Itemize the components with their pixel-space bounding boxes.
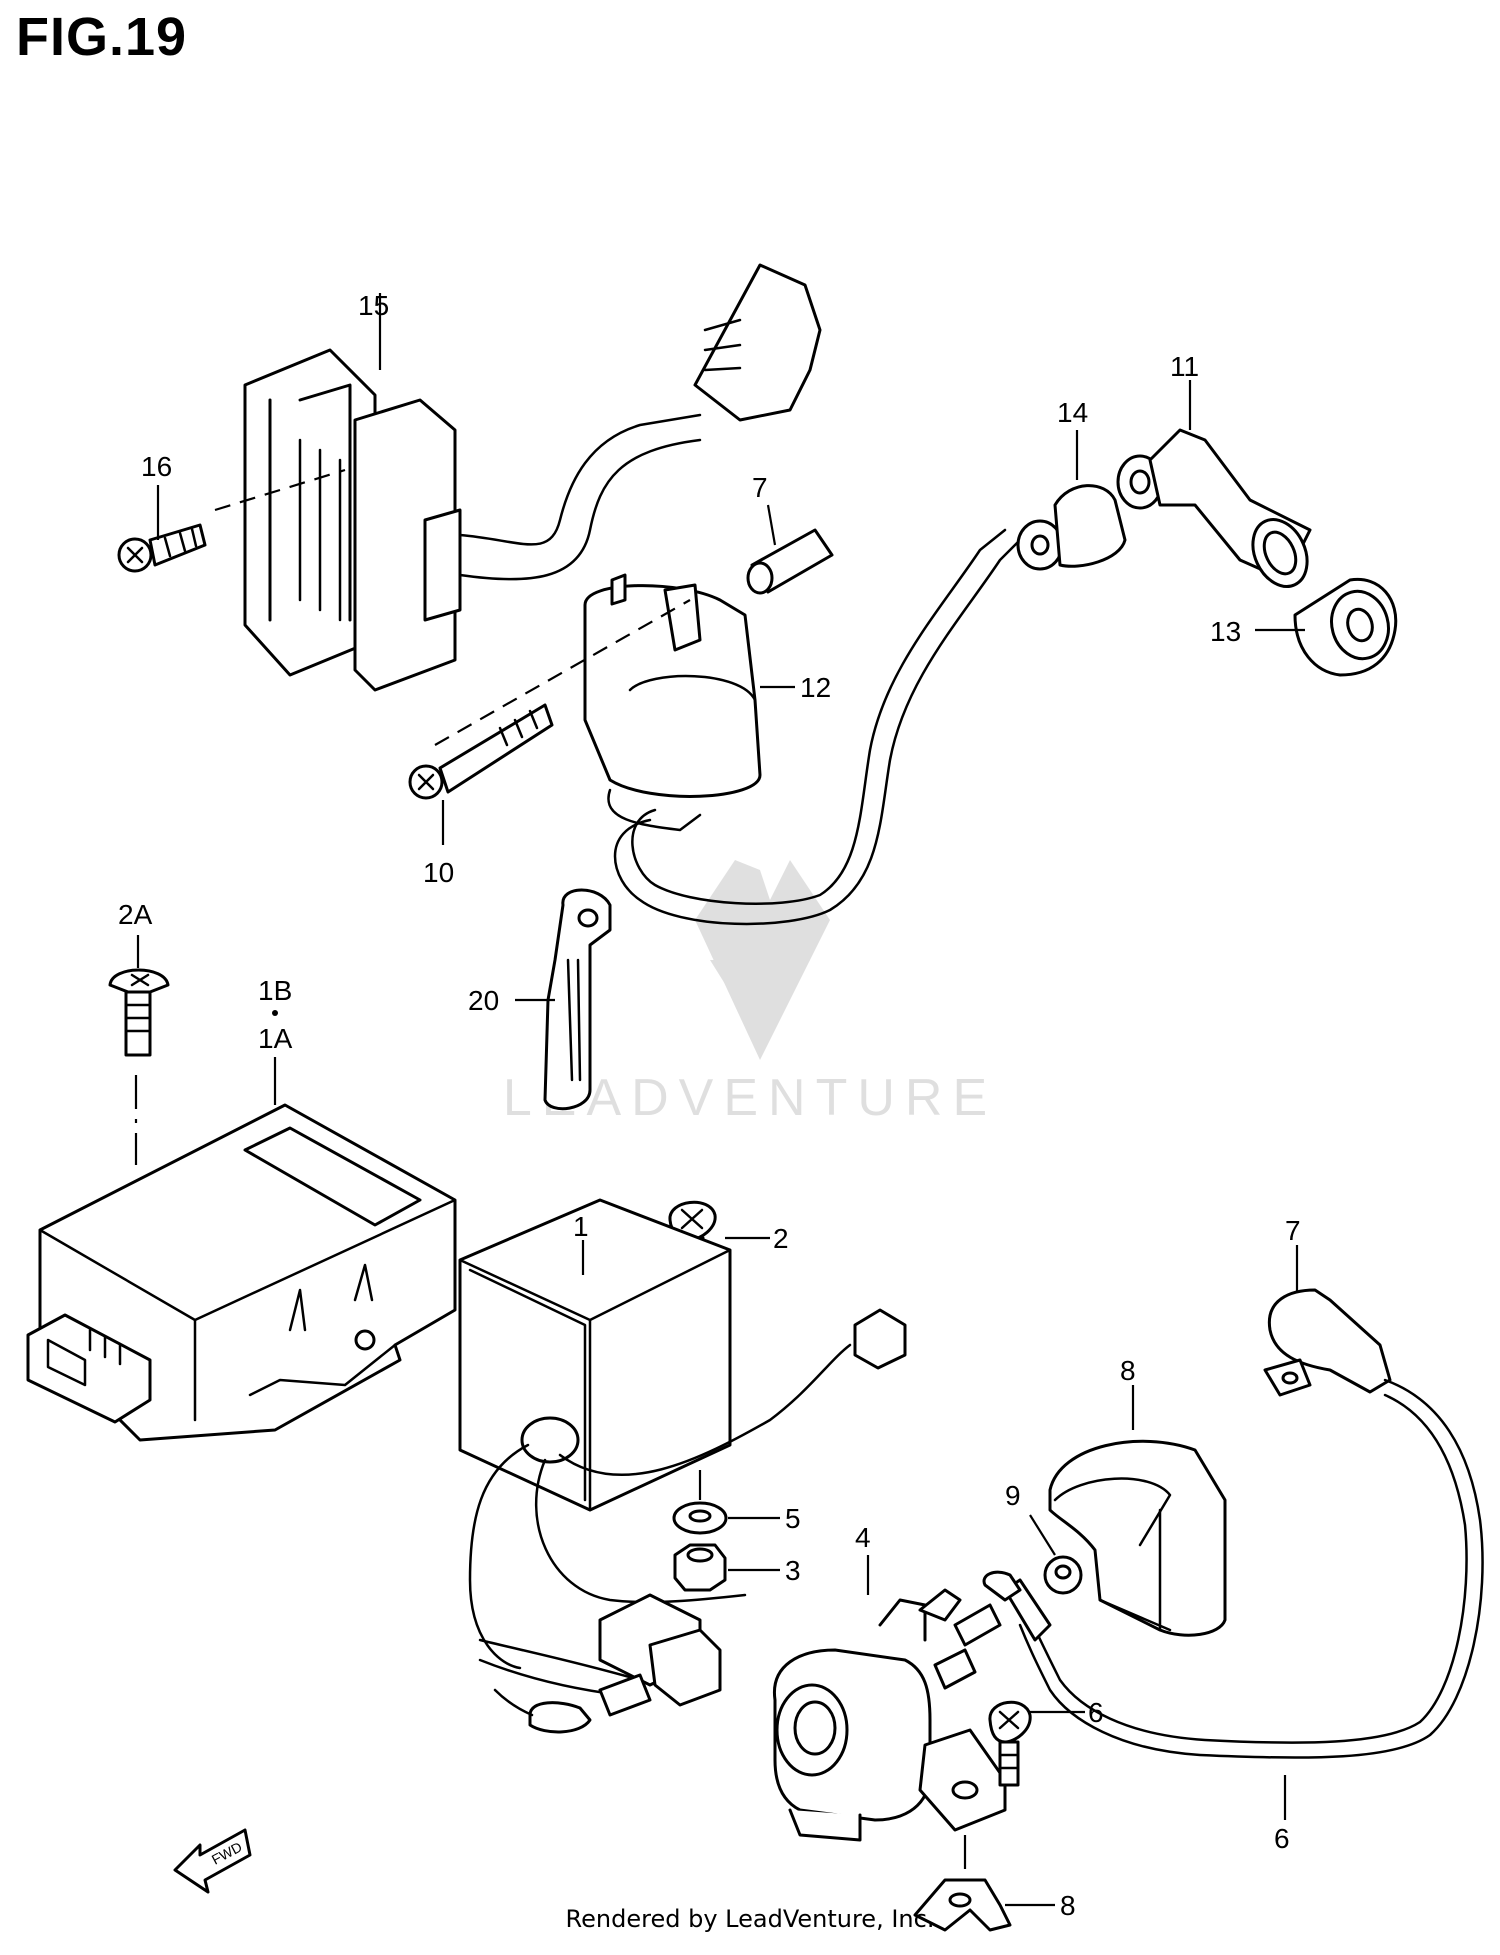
callout-14: 10 <box>423 857 454 888</box>
part-1-unit <box>458 1198 907 1734</box>
part-7-cable-boot <box>1263 1288 1392 1397</box>
callout-13: 7 <box>752 472 768 503</box>
leader-11 <box>1029 1514 1056 1556</box>
leader-13 <box>766 504 777 546</box>
callout-2: 2 <box>773 1223 789 1254</box>
part-18-regulator-rectifier <box>243 263 822 692</box>
callout-3: 3 <box>785 1555 801 1586</box>
part-17-grommet <box>1016 484 1127 571</box>
callout-18: 15 <box>358 290 389 321</box>
callout-19: 16 <box>141 451 172 482</box>
footer-credit: Rendered by LeadVenture, Inc. <box>565 1905 935 1933</box>
figure-title: FIG.19 <box>16 7 188 67</box>
callout-7-text: 7 <box>1285 1215 1301 1246</box>
part-20-band <box>543 888 612 1111</box>
part-4-washer <box>672 1501 728 1535</box>
part-12-ignition-coil <box>434 573 762 832</box>
callout-1b-dot <box>272 1010 278 1016</box>
callout-11: 9 <box>1005 1480 1021 1511</box>
callout-6-text: 6 <box>1274 1823 1290 1854</box>
callout-1: 1 <box>573 1211 589 1242</box>
part-6-cable <box>1018 1378 1484 1759</box>
part-11-grommet <box>1043 1555 1083 1595</box>
callout-5: 4 <box>855 1522 871 1553</box>
part-5-starter-relay <box>772 1588 1002 1842</box>
callout-15: 11 <box>1170 351 1199 382</box>
part-19-screw <box>117 468 346 573</box>
fwd-arrow: FWD <box>173 1828 252 1894</box>
callout-12: 12 <box>800 672 831 703</box>
callout-10: 8 <box>1060 1890 1076 1921</box>
bracket-plate <box>918 1728 1007 1895</box>
part-16-cover <box>1293 577 1398 677</box>
part-3-nut <box>673 1543 727 1592</box>
part-13-sleeve <box>746 528 834 595</box>
part-9-screw <box>988 1700 1032 1787</box>
callout-17: 14 <box>1057 397 1088 428</box>
callout-1b: 1B <box>258 975 292 1006</box>
callout-8-text: 8 <box>1120 1355 1136 1386</box>
part-15-plug-cap <box>1116 428 1312 588</box>
callout-1a: 1A <box>258 1023 293 1054</box>
part-2a-screw <box>108 968 170 1165</box>
part-1a-cdi-unit <box>26 1103 457 1442</box>
part-10-clip-nut <box>913 1878 1012 1932</box>
ht-lead <box>613 538 1022 926</box>
callout-20: 20 <box>468 985 499 1016</box>
part-8-terminal-cover <box>1048 1439 1227 1637</box>
callout-16: 13 <box>1210 616 1241 647</box>
part-14-bolt <box>408 703 554 800</box>
callout-4: 5 <box>785 1503 801 1534</box>
callout-2a: 2A <box>118 899 153 930</box>
